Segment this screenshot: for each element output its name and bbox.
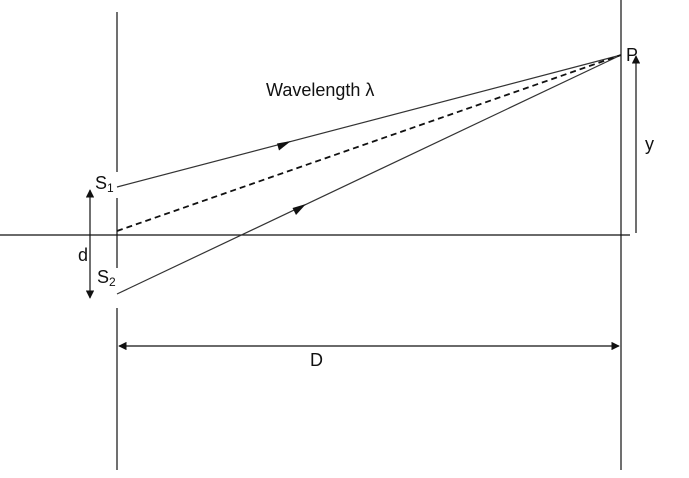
source1-letter: S [95, 173, 107, 193]
separation-label: d [78, 245, 88, 265]
ray-s2-to-p [116, 54, 622, 295]
source1-label: S1 [95, 173, 114, 195]
point-p-label: P [626, 45, 638, 65]
height-label: y [645, 134, 654, 154]
source2-letter: S [97, 267, 109, 287]
wavelength-label: Wavelength λ [266, 80, 374, 100]
ray-s1-to-p [116, 54, 622, 188]
ray-s1-arrow [277, 141, 291, 151]
distance-label: D [310, 350, 323, 370]
source2-subscript: 2 [109, 275, 116, 289]
source1-subscript: 1 [107, 181, 114, 195]
source2-label: S2 [97, 267, 116, 289]
ray-s2-arrow [292, 204, 306, 215]
center-dashed-line [116, 54, 622, 232]
